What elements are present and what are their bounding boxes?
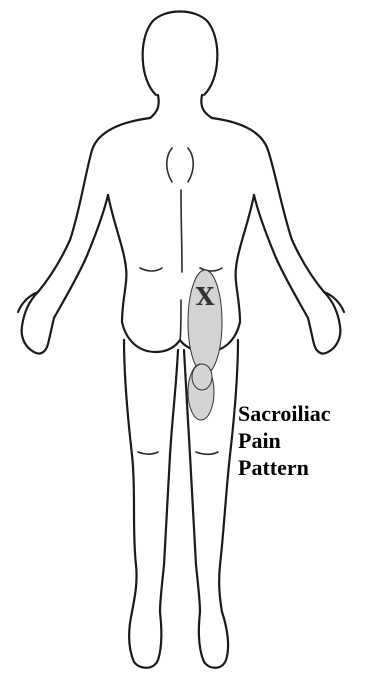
torso-right	[236, 195, 254, 322]
spine-line	[181, 190, 182, 272]
torso-left	[108, 195, 126, 322]
label-line-2: Pain	[238, 427, 330, 454]
shoulder-blade-left	[167, 148, 172, 182]
shoulder-blade-right	[188, 148, 193, 182]
right-leg-outer	[219, 340, 238, 612]
knee-crease-right	[196, 452, 218, 454]
left-leg-outer	[124, 340, 137, 612]
left-arm-outer	[38, 118, 150, 292]
head-outline	[143, 12, 218, 96]
neck-right	[201, 95, 212, 118]
label-line-3: Pattern	[238, 454, 330, 481]
knee-crease-left	[138, 452, 158, 454]
left-leg-inner	[160, 350, 178, 612]
label-line-1: Sacroiliac	[238, 400, 330, 427]
right-foot	[199, 612, 228, 668]
right-hand	[308, 292, 344, 354]
pain-area-thigh-overlap	[192, 364, 212, 390]
neck-left	[150, 95, 159, 118]
left-foot	[129, 612, 161, 668]
pain-pattern-label: Sacroiliac Pain Pattern	[238, 400, 330, 481]
left-hand	[18, 292, 54, 354]
gluteal-cleft	[180, 300, 181, 340]
right-arm-outer	[212, 118, 324, 292]
sacroiliac-marker: X	[196, 282, 215, 311]
waist-left	[140, 268, 162, 271]
